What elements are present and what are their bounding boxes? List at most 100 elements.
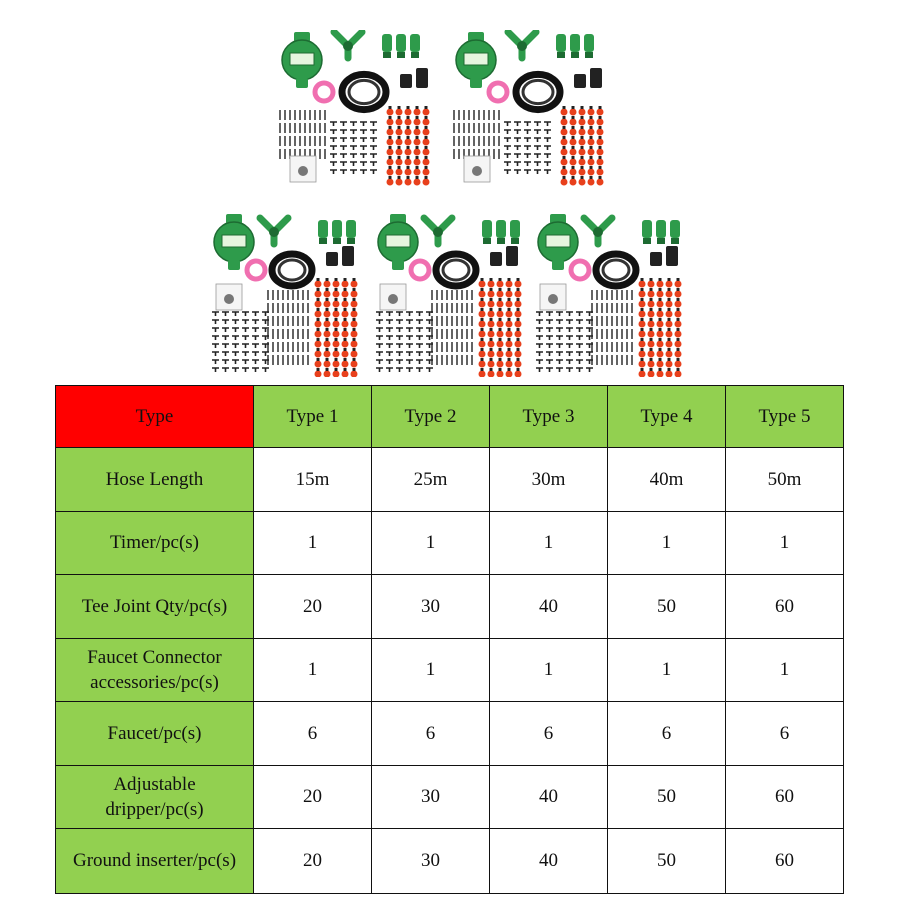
- manual-icon: [289, 155, 317, 183]
- type-header-cell: Type: [55, 384, 254, 449]
- connector-icon: [410, 34, 420, 58]
- connector-icon: [482, 220, 492, 244]
- connector-icon: [382, 34, 392, 58]
- kit-image-4: [376, 214, 522, 377]
- table-cell: 60: [725, 764, 844, 830]
- dripper-icon: [386, 106, 430, 186]
- table-cell: 40: [489, 574, 608, 639]
- table-cell: 50: [607, 764, 726, 830]
- table-cell: 50m: [725, 447, 844, 512]
- type-4-header: Type 4: [607, 384, 726, 449]
- y-splitter-icon: [256, 214, 292, 248]
- timer-icon: [537, 214, 579, 270]
- manual-icon: [463, 155, 491, 183]
- table-cell: 20: [253, 828, 372, 894]
- timer-icon: [281, 32, 323, 88]
- table-cell: 30: [371, 574, 490, 639]
- header-row: Type Type 1 Type 2 Type 3 Type 4 Type 5: [55, 384, 844, 449]
- table-cell: 1: [725, 510, 844, 576]
- table-cell: 40: [489, 764, 608, 830]
- dripper-icon: [314, 278, 358, 377]
- tee-joints-icon: [504, 121, 551, 174]
- table-cell: 1: [253, 637, 372, 703]
- connector-icon: [656, 220, 666, 244]
- tee-joints-icon: [330, 121, 377, 174]
- table-cell: 1: [489, 510, 608, 576]
- y-splitter-icon: [330, 30, 366, 62]
- connector-icon: [584, 34, 594, 58]
- faucet-adapter-icon: [650, 246, 678, 266]
- hose-coil-icon: [432, 250, 480, 290]
- kit-image-3: [212, 214, 358, 377]
- table-cell: 30: [371, 764, 490, 830]
- faucet-adapter-icon: [490, 246, 518, 266]
- hose-coil-icon: [592, 250, 640, 290]
- table-cell: 60: [725, 828, 844, 894]
- manual-icon: [379, 283, 407, 311]
- table-cell: 1: [371, 637, 490, 703]
- dripper-icon: [560, 106, 604, 186]
- table-cell: 1: [607, 510, 726, 576]
- hose-coil-icon: [512, 70, 564, 114]
- type-3-header: Type 3: [489, 384, 608, 449]
- manual-icon: [215, 283, 243, 311]
- table-cell: 25m: [371, 447, 490, 512]
- hose-coil-icon: [338, 70, 390, 114]
- hose-coil-icon: [268, 250, 316, 290]
- spec-table: Type Type 1 Type 2 Type 3 Type 4 Type 5 …: [55, 384, 844, 894]
- timer-icon: [455, 32, 497, 88]
- dripper-icon: [638, 278, 682, 377]
- y-splitter-icon: [580, 214, 616, 248]
- table-cell: 40: [489, 828, 608, 894]
- row-label: Adjustable dripper/pc(s): [55, 764, 254, 830]
- table-cell: 15m: [253, 447, 372, 512]
- row-label: Ground inserter/pc(s): [55, 828, 254, 894]
- table-cell: 1: [607, 637, 726, 703]
- kit-image-1: [279, 30, 430, 186]
- table-cell: 60: [725, 574, 844, 639]
- table-cell: 30: [371, 828, 490, 894]
- timer-icon: [377, 214, 419, 270]
- table-cell: 50: [607, 828, 726, 894]
- type-1-header: Type 1: [253, 384, 372, 449]
- kit-image-2: [453, 30, 604, 186]
- tee-joints-icon: [536, 311, 593, 372]
- connector-icon: [396, 34, 406, 58]
- faucet-adapter-icon: [400, 68, 428, 88]
- connector-icon: [642, 220, 652, 244]
- connector-icon: [332, 220, 342, 244]
- table-cell: 6: [489, 701, 608, 766]
- row-label: Hose Length: [55, 447, 254, 512]
- table-cell: 1: [253, 510, 372, 576]
- table-cell: 20: [253, 764, 372, 830]
- table-cell: 1: [489, 637, 608, 703]
- connector-icon: [570, 34, 580, 58]
- ground-inserter-icon: [267, 290, 309, 365]
- type-5-header: Type 5: [725, 384, 844, 449]
- kit-image-5: [536, 214, 682, 377]
- table-cell: 40m: [607, 447, 726, 512]
- product-images-area: [0, 0, 900, 385]
- ground-inserter-icon: [453, 110, 500, 159]
- tape-roll-icon: [312, 80, 336, 104]
- row-label: Faucet/pc(s): [55, 701, 254, 766]
- table-cell: 6: [253, 701, 372, 766]
- connector-icon: [318, 220, 328, 244]
- tee-joints-icon: [212, 311, 269, 372]
- table-cell: 20: [253, 574, 372, 639]
- table-cell: 1: [371, 510, 490, 576]
- tape-roll-icon: [408, 258, 432, 282]
- connector-icon: [346, 220, 356, 244]
- ground-inserter-icon: [279, 110, 326, 159]
- table-cell: 50: [607, 574, 726, 639]
- row-label: Timer/pc(s): [55, 510, 254, 576]
- tape-roll-icon: [244, 258, 268, 282]
- y-splitter-icon: [420, 214, 456, 248]
